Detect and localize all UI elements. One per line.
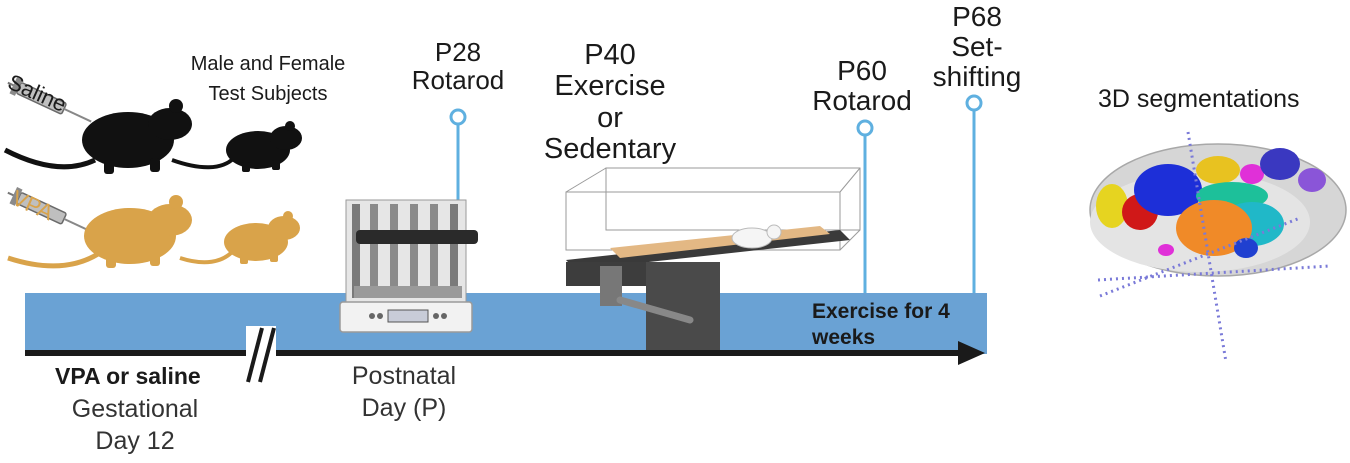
milestone-p60: P60 Rotarod: [800, 55, 924, 117]
milestone-p68-line3: shifting: [932, 61, 1022, 93]
vpa-juvenile-rat-icon: [179, 211, 300, 265]
timeline-band: [25, 293, 987, 354]
axis-break-icon: [246, 326, 276, 386]
milestone-p28-line1: P28: [434, 37, 482, 67]
milestone-pin-p68: [965, 94, 983, 293]
timeline-arrow: [25, 341, 985, 365]
milestone-p40-line3: or: [597, 101, 623, 134]
milestone-p68-line2: Set-: [951, 31, 1003, 63]
milestone-p68: P68 Set- shifting: [918, 1, 1036, 93]
milestone-p60-line2: Rotarod: [812, 85, 912, 117]
subjects-line2: Test Subjects: [208, 83, 328, 105]
milestone-p60-line1: P60: [837, 55, 887, 86]
exercise-duration-line2: weeks: [812, 326, 876, 349]
postnatal-day-line1: Postnatal: [351, 362, 457, 390]
milestone-p40-line4: Sedentary: [543, 132, 677, 165]
gestational-day-line2: Day 12: [95, 427, 175, 455]
exercise-duration-line1: Exercise for 4: [812, 300, 950, 323]
milestone-p40-line1: P40: [584, 39, 636, 71]
postnatal-day-line2: Day (P): [361, 394, 447, 422]
saline-syringe-icon: [7, 77, 92, 123]
segmentation-title: 3D segmentations: [1098, 85, 1300, 113]
subjects-line1: Male and Female: [190, 53, 346, 75]
saline-adult-rat-icon: [3, 99, 192, 174]
milestone-p68-line1: P68: [952, 1, 1002, 32]
vpa-adult-rat-icon: [7, 195, 192, 269]
prenatal-treatment-label: VPA or saline: [55, 363, 201, 389]
brain-segmentation-icon: [1089, 131, 1347, 363]
gestational-day-line1: Gestational: [71, 395, 199, 423]
milestone-p40-line2: Exercise: [554, 70, 666, 103]
saline-juvenile-rat-icon: [171, 121, 302, 172]
milestone-p40: P40 Exercise or Sedentary: [530, 39, 690, 165]
treadmill-apparatus-icon: [565, 167, 861, 350]
milestone-pin-p60: [856, 119, 874, 293]
milestone-p28: P28 Rotarod: [402, 38, 514, 94]
milestone-p28-line2: Rotarod: [411, 65, 505, 96]
rotarod-apparatus-icon: [339, 199, 478, 333]
